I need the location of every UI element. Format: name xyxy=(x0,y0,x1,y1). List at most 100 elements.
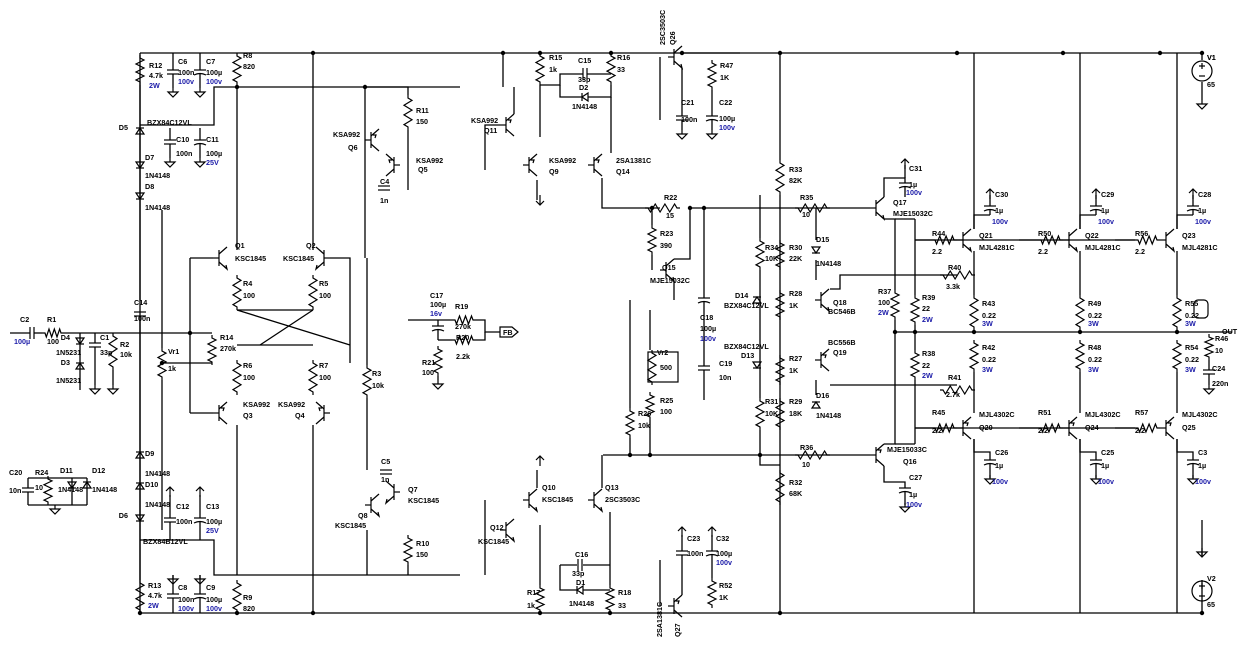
label-c20: C20 xyxy=(9,468,22,477)
label-r45v: 2.2 xyxy=(932,426,942,435)
label-r32v: 68K xyxy=(789,489,803,498)
label-c14: C14 xyxy=(134,298,147,307)
wire xyxy=(1079,214,1096,229)
resistor-r10 xyxy=(402,535,414,565)
capacitor-c1 xyxy=(89,342,101,348)
label-r54: R54 xyxy=(1185,343,1198,352)
label-c19v: 10n xyxy=(719,373,731,382)
capacitor-c25 xyxy=(1089,459,1103,466)
resistor-r23 xyxy=(646,225,658,255)
label-r12v: 4.7k xyxy=(149,71,163,80)
resistor-r12 xyxy=(134,55,146,85)
ground-symbol xyxy=(166,88,180,98)
resistor-r8 xyxy=(231,53,243,85)
label-r28: R28 xyxy=(789,289,802,298)
label-c28: C28 xyxy=(1198,190,1211,199)
transistor-q21 xyxy=(957,228,973,253)
label-r49v: 0.22 xyxy=(1088,311,1102,320)
label-q23: Q23 xyxy=(1182,231,1196,240)
capacitor-c20 xyxy=(22,487,34,493)
label-c15: C15 xyxy=(578,56,591,65)
capacitor-c7 xyxy=(193,69,207,76)
label-q18: Q18 xyxy=(833,298,847,307)
supply-arrow xyxy=(535,195,545,206)
resistor-r42 xyxy=(968,340,980,372)
label-c22r: 100v xyxy=(719,123,735,132)
label-c9r: 100v xyxy=(206,604,222,613)
diode-d4 xyxy=(74,337,86,346)
label-r4: R4 xyxy=(243,279,252,288)
label-vr2v: 500 xyxy=(660,363,672,372)
resistor-r43 xyxy=(968,295,980,330)
label-c27r: 100v xyxy=(906,500,922,509)
diode-d9 xyxy=(134,450,146,459)
wire xyxy=(883,466,906,488)
label-c29v: 1µ xyxy=(1101,206,1109,215)
label-r23: R23 xyxy=(660,229,673,238)
label-q14: Q14 xyxy=(616,167,630,176)
capacitor-c17 xyxy=(431,325,445,332)
resistor-r46 xyxy=(1203,334,1215,360)
resistor-r56 xyxy=(1135,234,1160,246)
label-r42: R42 xyxy=(982,343,995,352)
label-c3r: 100v xyxy=(1195,477,1211,486)
vr2-box xyxy=(647,351,679,383)
resistor-r54 xyxy=(1171,340,1183,372)
label-r30: R30 xyxy=(789,243,802,252)
label-c28r: 100v xyxy=(1195,217,1211,226)
label-d11: D11 xyxy=(60,466,73,475)
supply-arrow xyxy=(195,486,205,497)
label-r13: R13 xyxy=(148,581,161,590)
wire xyxy=(1079,439,1097,460)
transistor-q10 xyxy=(523,488,539,513)
diode-d10 xyxy=(134,481,146,490)
capacitor-c13 xyxy=(193,517,207,524)
junction-dot xyxy=(777,50,783,56)
label-r36: R36 xyxy=(800,443,813,452)
transistor-q1 xyxy=(213,246,229,271)
label-r18v: 33 xyxy=(618,601,626,610)
transistor-q20 xyxy=(957,416,972,440)
label-d2v: 1N4148 xyxy=(572,102,597,111)
label-c13: C13 xyxy=(206,502,219,511)
label-q13t: 2SC3503C xyxy=(605,495,640,504)
label-r46v: 10 xyxy=(1215,346,1223,355)
diode-d12 xyxy=(81,480,93,489)
label-r19: R19 xyxy=(455,302,468,311)
label-c24v: 220n xyxy=(1212,379,1228,388)
diode-d3 xyxy=(74,361,86,370)
label-c10v: 100n xyxy=(176,149,192,158)
transistor-q19 xyxy=(815,348,830,372)
label-q12t: KSC1845 xyxy=(478,537,509,546)
label-c26: C26 xyxy=(995,448,1008,457)
label-c18: C18 xyxy=(700,313,713,322)
label-d3v: 1N5231 xyxy=(56,376,81,385)
label-c20v: 10n xyxy=(9,486,21,495)
label-r33: R33 xyxy=(789,165,802,174)
capacitor-c19 xyxy=(698,365,710,371)
label-r43w: 3W xyxy=(982,319,993,328)
label-r49: R49 xyxy=(1088,299,1101,308)
label-q11: Q11 xyxy=(484,126,497,135)
labels: V1V165V265R124.7k2WC6100n100vC7100µ100vD… xyxy=(9,10,1238,637)
diode-d8 xyxy=(134,192,146,201)
diode-d5 xyxy=(134,126,146,135)
label-r54v: 0.22 xyxy=(1185,355,1199,364)
label-r39v: 22 xyxy=(922,304,930,313)
label-r48: R48 xyxy=(1088,343,1101,352)
transistor-q13 xyxy=(588,488,604,513)
label-c4v: 1n xyxy=(380,196,388,205)
ground-symbol xyxy=(1195,100,1209,110)
label-c1: C1 xyxy=(100,333,109,342)
capacitor-c27 xyxy=(898,487,912,494)
ground-symbol xyxy=(163,158,177,168)
label-q7t: KSC1845 xyxy=(408,496,439,505)
label-c2v: 100µ xyxy=(14,337,30,346)
label-c27: C27 xyxy=(909,473,922,482)
label-r4v: 100 xyxy=(243,291,255,300)
label-r11v: 150 xyxy=(416,117,428,126)
label-r25: R25 xyxy=(660,396,673,405)
junction-dot xyxy=(647,452,653,458)
voltage-source-v1 xyxy=(1191,60,1213,82)
